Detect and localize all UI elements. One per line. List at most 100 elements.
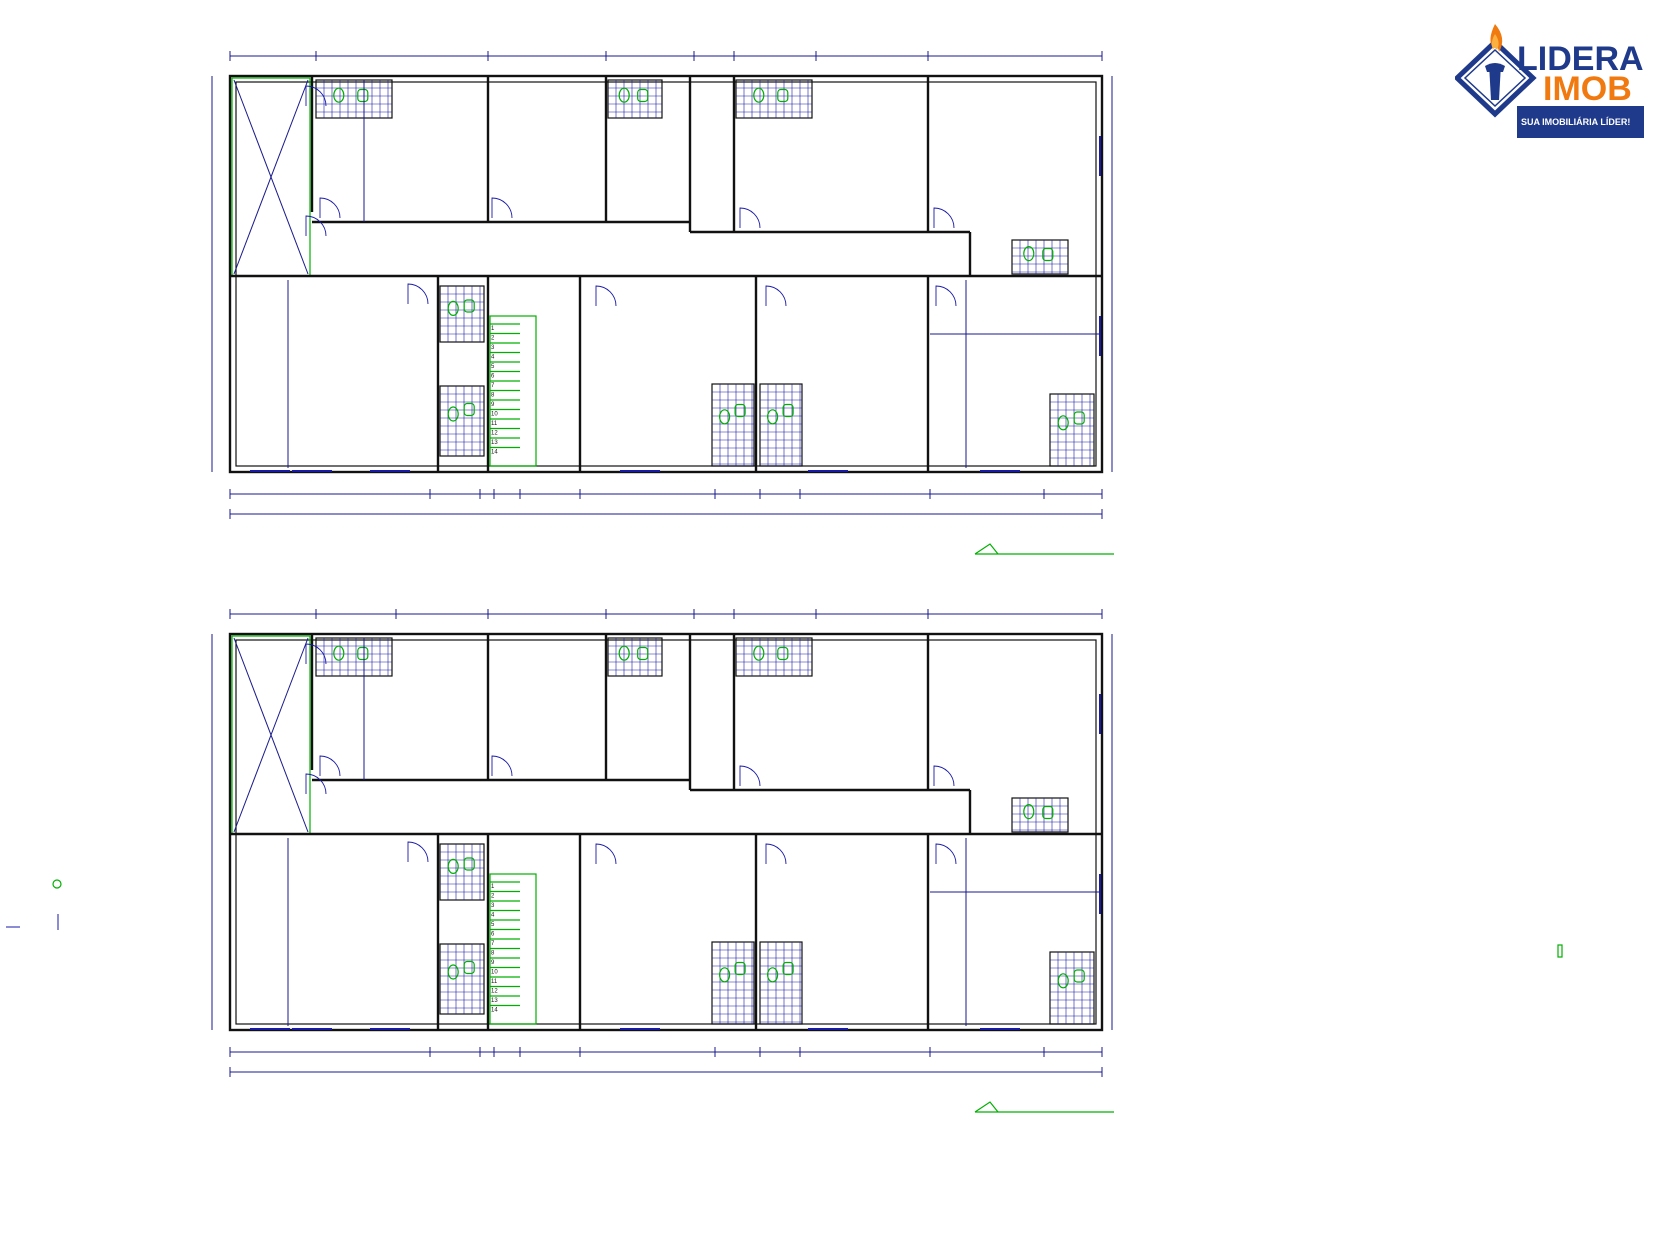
sink-icon [637,646,649,661]
stair-number: 13 [491,440,498,446]
inner-wall-line [235,639,1097,1025]
sink-icon [357,646,369,661]
toilet-icon [447,964,459,980]
stair-number: 2 [491,894,495,900]
title-arrow-icon [974,1101,999,1113]
stair-number: 14 [491,1008,498,1014]
sink-icon [463,857,475,871]
stair-number: 11 [491,979,498,985]
bathroom-box [607,637,663,677]
door-swing [407,283,429,305]
stair-number: 8 [491,393,495,399]
outer-wall [228,74,1104,474]
door-swing [765,285,787,307]
bathroom-box [1049,951,1095,1025]
toilet-icon [447,858,459,875]
door-swing [319,755,341,777]
toilet-icon [1023,246,1035,262]
stair-number: 1 [491,884,495,890]
stair-number: 14 [491,450,498,456]
sink-icon [357,88,369,103]
bathroom-box [759,383,803,467]
title-arrow-icon [974,543,999,555]
stair-number: 4 [491,913,495,919]
grid-marker-icon [52,879,62,889]
stair-number: 4 [491,355,495,361]
door-swing [595,285,617,307]
stair-number: 11 [491,421,498,427]
stair-number: 6 [491,374,495,380]
lidera-imob-logo: LIDERA IMOB SUA IMOBILIÁRIA LÍDER! [1453,20,1655,138]
toilet-icon [1023,803,1035,820]
toilet-icon [766,409,779,425]
bathroom-box [1011,797,1069,833]
outer-wall [228,632,1104,1032]
toilet-icon [753,645,765,661]
stair-number: 7 [491,383,495,389]
door-swing [305,643,327,665]
stair-number: 13 [491,998,498,1004]
stair-number: 3 [491,345,495,351]
bathroom-box [439,385,485,457]
door-swing [765,843,787,865]
sink-icon [1042,247,1054,262]
bathroom-box [315,637,393,677]
door-swing [935,285,957,307]
stair-number: 8 [491,951,495,957]
sink-icon [637,88,649,103]
sink-icon [463,299,475,313]
logo-line1: LIDERA [1517,40,1644,78]
stair-number: 9 [491,960,495,966]
sink-icon [777,88,789,103]
void-cross [233,79,309,275]
toilet-icon [1057,973,1069,989]
bathroom-box [1011,239,1069,275]
toilet-icon [766,967,779,983]
bathroom-box [735,637,813,677]
door-swing [933,765,955,787]
sink-icon [782,403,794,418]
stair-number: 3 [491,903,495,909]
door-swing [595,843,617,865]
door-swing [935,843,957,865]
logo-tagline: SUA IMOBILIÁRIA LÍDER! [1517,106,1644,138]
stair-number: 7 [491,941,495,947]
stair-number: 9 [491,402,495,408]
toilet-icon [753,87,765,103]
toilet-icon [447,406,459,422]
stair-number: 2 [491,336,495,342]
toilet-icon [447,300,459,316]
toilet-icon [618,645,630,661]
logo-line2: IMOB [1543,70,1632,108]
sink-icon [463,402,475,417]
stair-number: 12 [491,989,498,995]
door-swing [305,215,327,237]
bathroom-box [759,941,803,1025]
floor-title [974,543,1114,555]
bathroom-box [439,943,485,1015]
sink-icon [463,960,475,975]
stair-number: 6 [491,932,495,938]
bathroom-box [439,285,485,343]
sink-icon [782,961,794,976]
stair-number: 5 [491,922,495,928]
toilet-icon [718,967,731,983]
bathroom-box [711,383,755,467]
bathroom-box [711,941,755,1025]
toilet-icon [333,87,345,103]
door-swing [305,85,327,107]
door-swing [491,755,513,777]
toilet-icon [1057,415,1069,431]
stair-number: 10 [491,970,498,976]
toilet-icon [718,409,731,425]
inner-wall-line [235,81,1097,467]
door-swing [739,765,761,787]
sink-icon [1073,969,1085,983]
door-swing [319,197,341,219]
sink-icon [777,646,789,661]
floor-title [974,1101,1114,1113]
sink-icon [734,961,746,976]
stair-number: 10 [491,412,498,418]
